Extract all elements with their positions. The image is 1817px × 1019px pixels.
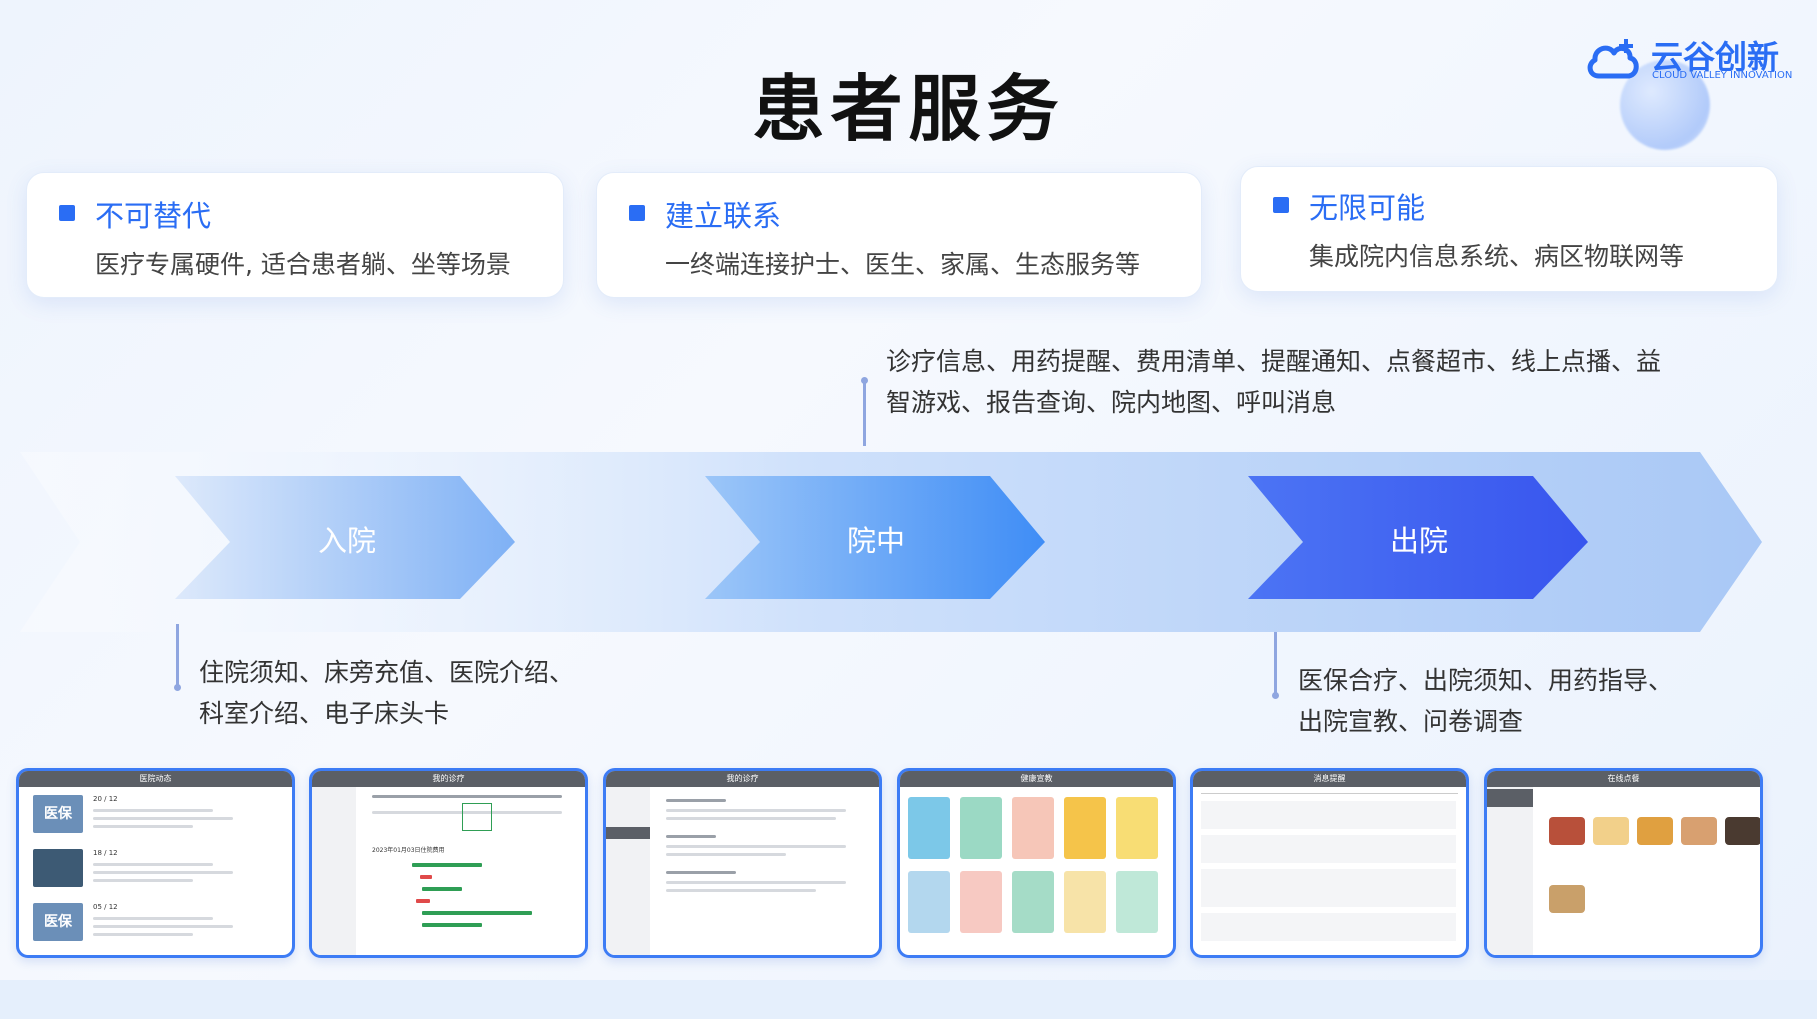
stage-arrow-inpatient — [705, 476, 1045, 599]
connector-line — [176, 624, 179, 688]
feature-card-connection: 建立联系 一终端连接护士、医生、家属、生态服务等 — [596, 172, 1202, 298]
page-title: 患者服务 — [752, 67, 1065, 151]
stage-label-admission: 入院 — [318, 524, 377, 558]
feature-desc: 集成院内信息系统、病区物联网等 — [1309, 242, 1685, 271]
news-date: 20 / 12 — [93, 795, 118, 803]
logo-name-en: CLOUD VALLEY INNOVATION — [1652, 70, 1793, 81]
feature-title: 建立联系 — [665, 199, 782, 233]
stage-label-inpatient: 院中 — [847, 524, 906, 558]
thumb-header: 健康宣教 — [900, 771, 1173, 787]
thumb-header: 在线点餐 — [1487, 771, 1760, 787]
note-line: 住院须知、床旁充值、医院介绍、 — [199, 658, 575, 687]
logo-name-cn: 云谷创新 — [1651, 38, 1780, 76]
news-thumbnail: 医保 — [33, 903, 83, 941]
note-line: 智游戏、报告查询、院内地图、呼叫消息 — [886, 388, 1337, 417]
screenshot-my-treatment-info: 我的诊疗 — [603, 768, 882, 958]
admission-services-note: 住院须知、床旁充值、医院介绍、 科室介绍、电子床头卡 — [199, 652, 619, 734]
screenshot-message-reminders: 消息提醒 — [1190, 768, 1469, 958]
feature-title: 不可替代 — [95, 199, 212, 233]
stage-arrow-discharge — [1248, 476, 1588, 599]
chart-caption: 2023年01月03日住院费用 — [372, 847, 445, 854]
news-thumbnail — [33, 849, 83, 887]
screenshot-hospital-news: 医院动态 医保 20 / 12 18 / 12 医保 05 / 12 — [16, 768, 295, 958]
cloud-plus-icon — [1587, 39, 1639, 79]
connector-line — [1274, 632, 1277, 696]
note-line: 出院宣教、问卷调查 — [1298, 707, 1524, 736]
bottom-strip — [0, 980, 1817, 1019]
stage-arrow-admission — [175, 476, 515, 599]
inpatient-services-note: 诊疗信息、用药提醒、费用清单、提醒通知、点餐超市、线上点播、益 智游戏、报告查询… — [886, 341, 1766, 423]
news-date: 18 / 12 — [93, 849, 118, 857]
connector-dot — [861, 377, 868, 384]
feature-card-possibilities: 无限可能 集成院内信息系统、病区物联网等 — [1240, 166, 1778, 292]
news-thumbnail: 医保 — [33, 795, 83, 833]
feature-desc: 医疗专属硬件, 适合患者躺、坐等场景 — [95, 250, 511, 279]
bullet-square-icon — [59, 205, 75, 221]
discharge-services-note: 医保合疗、出院须知、用药指导、 出院宣教、问卷调查 — [1298, 660, 1718, 742]
thumb-header: 我的诊疗 — [606, 771, 879, 787]
bullet-square-icon — [1273, 197, 1289, 213]
connector-dot — [1272, 692, 1279, 699]
stage-label-discharge: 出院 — [1390, 524, 1449, 558]
note-line: 科室介绍、电子床头卡 — [199, 699, 450, 728]
thumb-header: 医院动态 — [19, 771, 292, 787]
note-line: 医保合疗、出院须知、用药指导、 — [1298, 666, 1674, 695]
process-arrow-band — [20, 452, 1762, 632]
bullet-square-icon — [629, 205, 645, 221]
note-line: 诊疗信息、用药提醒、费用清单、提醒通知、点餐超市、线上点播、益 — [886, 347, 1662, 376]
screenshot-online-ordering: 在线点餐 — [1484, 768, 1763, 958]
news-date: 05 / 12 — [93, 903, 118, 911]
screenshot-health-education: 健康宣教 — [897, 768, 1176, 958]
feature-card-irreplaceable: 不可替代 医疗专属硬件, 适合患者躺、坐等场景 — [26, 172, 564, 298]
thumb-header: 消息提醒 — [1193, 771, 1466, 787]
connector-line — [863, 380, 866, 446]
feature-desc: 一终端连接护士、医生、家属、生态服务等 — [665, 250, 1141, 279]
connector-dot — [174, 684, 181, 691]
feature-title: 无限可能 — [1309, 191, 1426, 225]
screenshot-my-treatment-costs: 我的诊疗 2023年01月03日住院费用 — [309, 768, 588, 958]
thumb-header: 我的诊疗 — [312, 771, 585, 787]
brand-logo: 云谷创新 CLOUD VALLEY INNOVATION — [1585, 30, 1795, 90]
